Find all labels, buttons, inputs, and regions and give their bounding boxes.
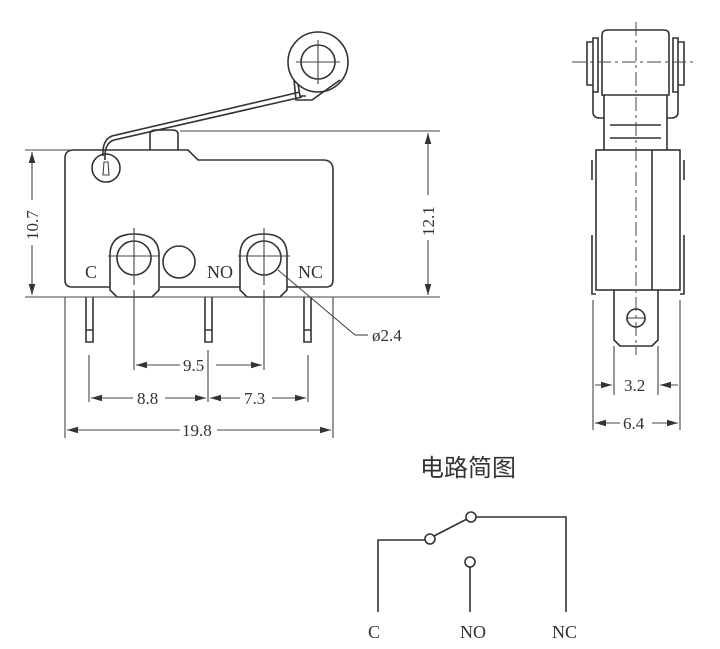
circuit-title: 电路简图 bbox=[420, 454, 516, 482]
side-body bbox=[595, 149, 681, 291]
side-view: 3.2 6.4 bbox=[572, 22, 696, 433]
dim-height-body: 10.7 bbox=[23, 210, 42, 240]
lever-arm bbox=[102, 91, 301, 157]
circuit-diagram: 电路简图 C NO NC bbox=[368, 454, 577, 642]
pivot-pin bbox=[91, 153, 121, 183]
front-view: C NO NC 10.7 12.1 ø2.4 9.5 8.8 7.3 19.8 bbox=[23, 31, 440, 440]
roller bbox=[287, 31, 349, 101]
label-no: NO bbox=[207, 262, 233, 282]
dim-hole-diameter: ø2.4 bbox=[372, 326, 402, 345]
circuit-label-no: NO bbox=[460, 622, 486, 642]
dim-body-width: 6.4 bbox=[623, 414, 645, 433]
locating-boss bbox=[162, 245, 196, 279]
dim-hole-spacing: 9.5 bbox=[183, 356, 204, 375]
terminal-lug-c bbox=[109, 233, 160, 298]
dim-c-to-no: 8.8 bbox=[137, 389, 158, 408]
switch-body bbox=[64, 149, 334, 288]
label-c: C bbox=[85, 262, 97, 282]
terminal-pins bbox=[85, 297, 312, 343]
terminal-lug-no bbox=[239, 233, 288, 298]
circuit-label-c: C bbox=[368, 622, 380, 642]
dim-height-total: 12.1 bbox=[419, 206, 438, 236]
side-terminal-tab bbox=[613, 290, 659, 347]
dim-width: 19.8 bbox=[182, 421, 212, 440]
plunger bbox=[149, 129, 179, 150]
dim-tab-width: 3.2 bbox=[624, 376, 645, 395]
circuit-label-nc: NC bbox=[552, 622, 577, 642]
dim-no-to-nc: 7.3 bbox=[244, 389, 265, 408]
label-nc: NC bbox=[298, 262, 323, 282]
